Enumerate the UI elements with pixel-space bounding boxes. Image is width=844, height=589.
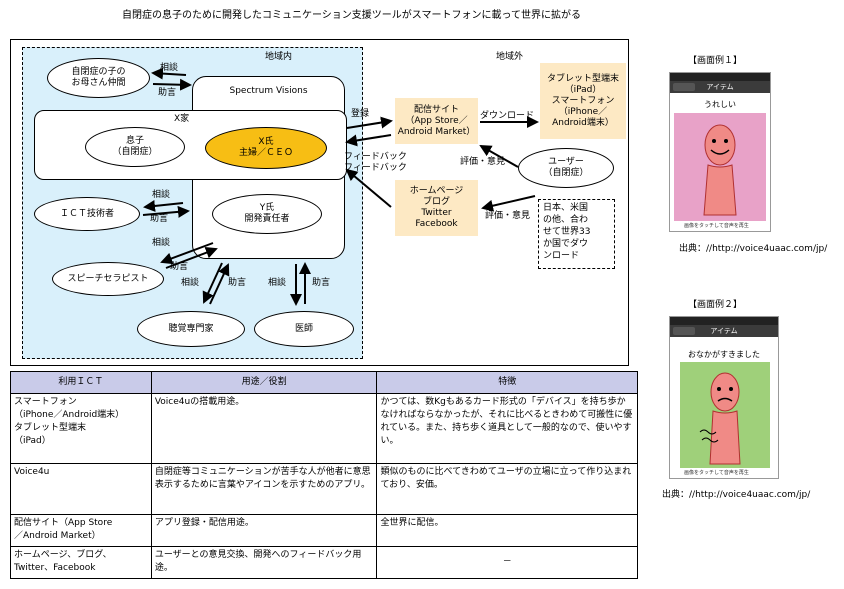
- screen-1-phone: アイテム うれしい 画像をタッチして音声を再生: [669, 72, 771, 232]
- screen-2-picture[interactable]: [680, 362, 770, 468]
- arrow-consult-mothers: [151, 67, 187, 80]
- label-consult-hearing: 相談: [181, 278, 200, 288]
- arrow-consult-ict: [143, 199, 184, 212]
- arrow-consult-speech: [160, 242, 214, 265]
- label-consult-doctor: 相談: [268, 278, 287, 288]
- region-outside-label: 地域外: [496, 52, 524, 62]
- table-row: 配信サイト（App Store ／Android Market） アプリ登録・配…: [10, 514, 638, 547]
- ict-table: 利用ＩＣＴ 用途／役割 特徴 スマートフォン （iPhone／Android端末…: [10, 371, 638, 579]
- region-inside-label: 地域内: [265, 52, 293, 62]
- table-cell: Voice4u: [10, 463, 152, 515]
- table-header: 用途／役割: [150, 371, 378, 394]
- table-cell: －: [376, 546, 638, 579]
- screen-2-item-label: おなかがすきました: [688, 350, 760, 359]
- table-cell: かつては、数Kgもあるカード形式の「デバイス」を持ち歩かなければならなかったが、…: [376, 393, 638, 464]
- distribution-site-node: 配信サイト （App Store／ Android Market）: [395, 98, 478, 144]
- arrow-evaluation-site: [479, 145, 519, 168]
- label-consult-speech: 相談: [152, 238, 171, 248]
- label-feedback-2: フィードバック: [344, 163, 407, 173]
- screen-2-footer: 画像をタッチして音声を再生: [684, 470, 749, 476]
- devices-node: タブレット型端末 （iPad） スマートフォン （iPhone／ Android…: [540, 63, 626, 139]
- page-title: 自閉症の息子のために開発したコミュニケーション支援ツールがスマートフォンに載って…: [122, 10, 581, 21]
- label-advice-mothers: 助言: [158, 88, 177, 98]
- table-cell: 全世界に配信。: [376, 514, 638, 547]
- label-feedback-1: フィードバック: [344, 152, 407, 162]
- x-family-label: X家: [174, 114, 190, 124]
- table-cell: ホームページ、ブログ、 Twitter、Facebook: [10, 546, 152, 579]
- screen-1-nav-title: アイテム: [706, 83, 734, 91]
- table-cell: ユーザーとの意見交換、開発へのフィードバック用途。: [150, 546, 378, 579]
- label-consult-ict: 相談: [152, 190, 171, 200]
- label-download: ダウンロード: [480, 111, 535, 121]
- label-evaluation-2: 評価・意見: [485, 211, 531, 221]
- arrow-advice-speech: [165, 246, 218, 269]
- hearing-specialist-node: 聴覚専門家: [137, 311, 245, 347]
- screen-2-caption: 【画面例２】: [688, 300, 743, 310]
- son-node: 息子 （自閉症）: [85, 127, 185, 167]
- hungry-person-icon: [699, 372, 741, 465]
- speech-therapist-node: スピーチセラピスト: [52, 262, 164, 296]
- arrow-register: [346, 116, 393, 129]
- arrow-advice-hearing: [209, 263, 230, 305]
- arrow-advice-ict: [142, 205, 190, 218]
- table-header: 特徴: [376, 371, 638, 394]
- label-advice-ict: 助言: [150, 214, 169, 224]
- table-cell: 配信サイト（App Store ／Android Market）: [10, 514, 152, 547]
- spectrum-visions-label: Spectrum Visions: [229, 86, 308, 96]
- table-cell: スマートフォン （iPhone／Android端末） タブレット型端末 （iPa…: [10, 393, 152, 464]
- arrow-evaluation-homepage: [481, 195, 536, 212]
- label-consult-mothers: 相談: [160, 63, 179, 73]
- world-note-box: 日本、米国 の他、合わ せて世界33 か国でダウ ンロード: [538, 199, 615, 269]
- screen-1-source: 出典：//http://voice4uaac.com/jp/: [679, 244, 828, 254]
- screen-1-item-label: うれしい: [704, 100, 736, 109]
- label-advice-speech: 助言: [170, 262, 189, 272]
- table-row: Voice4u 自閉症等コミュニケーションが苦手な人が他者に意思表示するために言…: [10, 463, 638, 515]
- diagram-frame: [10, 39, 629, 366]
- doctor-node: 医師: [254, 311, 354, 347]
- screen-2-nav-title: アイテム: [710, 327, 738, 335]
- table-row: ホームページ、ブログ、 Twitter、Facebook ユーザーとの意見交換、…: [10, 546, 638, 579]
- ict-engineer-node: ＩＣＴ技術者: [34, 197, 140, 231]
- screen-2-phone: アイテム おなかがすきました 画像をタッチして音声を再生: [669, 316, 779, 479]
- table-cell: 類似のものに比べてきわめてユーザの立場に立って作り込まれており、安価。: [376, 463, 638, 515]
- mr-y-node: Y氏 開発責任者: [212, 194, 322, 234]
- label-register: 登録: [351, 109, 370, 119]
- mr-x-node: X氏 主婦／ＣＥＯ: [205, 127, 327, 169]
- table-row: スマートフォン （iPhone／Android端末） タブレット型端末 （iPa…: [10, 393, 638, 464]
- user-node: ユーザー （自閉症）: [518, 148, 614, 188]
- arrow-feedback-site: [345, 134, 392, 147]
- screen-2-source: 出典：//http://voice4uaac.com/jp/: [662, 490, 811, 500]
- table-cell: アプリ登録・配信用途。: [150, 514, 378, 547]
- screen-1-footer: 画像をタッチして音声を再生: [684, 223, 749, 229]
- mothers-node: 自閉症の子の お母さん仲間: [47, 58, 150, 98]
- screen-1-caption: 【画面例１】: [688, 56, 743, 66]
- label-evaluation-1: 評価・意見: [460, 157, 506, 167]
- homepage-node: ホームページ ブログ Twitter Facebook: [395, 180, 478, 236]
- happy-person-icon: [703, 124, 737, 216]
- table-header: 利用ＩＣＴ: [10, 371, 152, 394]
- table-cell: 自閉症等コミュニケーションが苦手な人が他者に意思表示するために言葉やアイコンを示…: [150, 463, 378, 515]
- label-advice-doctor: 助言: [312, 278, 331, 288]
- arrow-advice-mothers: [152, 78, 192, 91]
- label-advice-hearing: 助言: [228, 278, 247, 288]
- screen-1-picture[interactable]: [674, 113, 766, 221]
- table-cell: Voice4uの搭載用途。: [150, 393, 378, 464]
- arrow-feedback-homepage: [345, 168, 392, 208]
